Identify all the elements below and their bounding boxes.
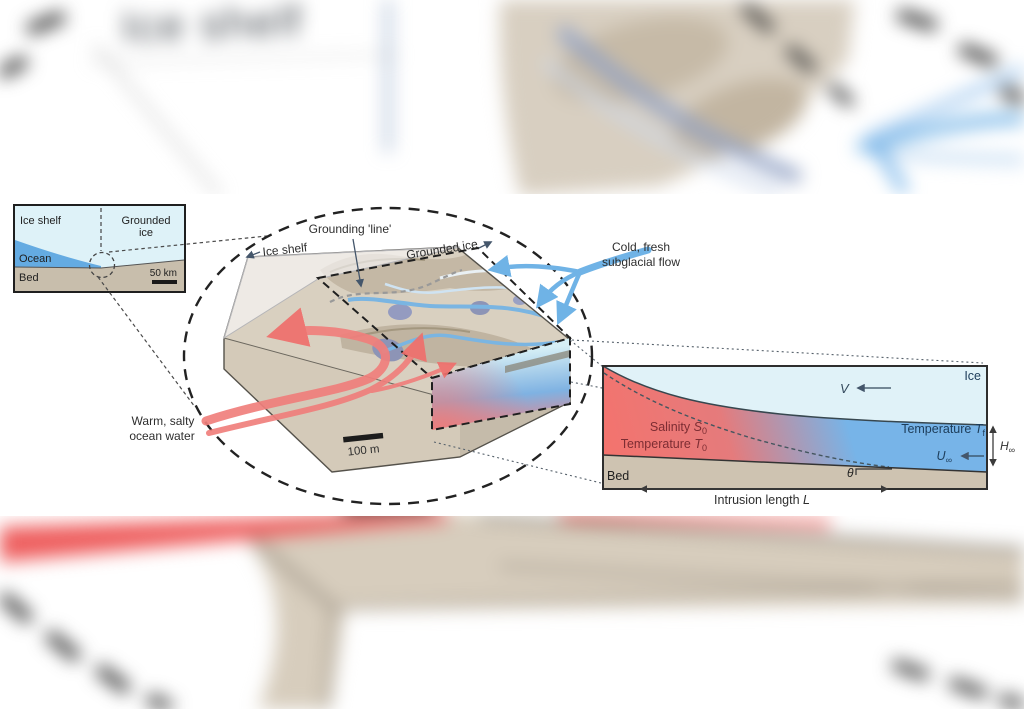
inset-scale-label: 50 km: [150, 268, 177, 279]
bg-bed-bottom-line: [499, 564, 1024, 598]
cutout-bed-sliver: [505, 350, 570, 373]
block-front-edge: [223, 337, 461, 403]
bg-warm-arrow: [0, 512, 448, 562]
panel-theta-angle-mark: [855, 468, 892, 475]
bg-terrain-ridge: [552, 17, 728, 103]
panel-temp-interface-label: Temperature Tf: [901, 422, 985, 438]
block-left-face: [224, 338, 460, 472]
bg-channel-pale: [542, 58, 782, 196]
bg-channel: [555, 25, 803, 185]
panel-h-infinity-label: H∞: [1000, 439, 1015, 455]
zoom-ellipse: [182, 206, 594, 506]
intrusion-panel: Ice V Temperature Tf U∞ H∞ Salinity S0 T…: [602, 365, 1015, 507]
warm-salty-label-1: Warm, salty: [132, 414, 195, 428]
inset-zoom-circle: [88, 251, 116, 279]
bg-block-edge: [324, 607, 336, 709]
inset-map: Ice shelf Grounded ice Ocean Bed 50 km: [13, 204, 186, 293]
ice-shelf-label: Ice shelf: [262, 240, 309, 259]
grounding-line-arrow: [352, 238, 365, 288]
bg-red-edge: [559, 512, 831, 528]
bg-ice-shelf-text: Ice shelf: [121, 0, 304, 52]
bg-dashes-top-left: [0, 10, 66, 79]
bg-thin-line: [89, 54, 399, 63]
inset-ice-shelf-label: Ice shelf: [20, 215, 62, 227]
cold-fresh-label-1: Cold, fresh: [612, 240, 670, 254]
cold-fresh-label-2: subglacial flow: [602, 255, 680, 269]
inset-scalebar: [152, 280, 177, 284]
warm-water-arrows: [201, 307, 457, 436]
grounded-ice-arrow: [478, 241, 493, 249]
subglacial-flow-arrows: [487, 246, 652, 326]
bg-blue-fan: [856, 65, 1024, 195]
panel-ice-label: Ice: [964, 369, 981, 383]
panel-velocity-label: V: [840, 381, 850, 396]
panel-bed-label: Bed: [607, 469, 629, 483]
inset-grounded-label-2: ice: [139, 227, 153, 239]
panel-salinity-label: Salinity S0: [650, 420, 707, 436]
panel-temp-ocean-label: Temperature T0: [621, 437, 707, 453]
inset-bed-line: [14, 259, 185, 269]
cutout-panel-connectors: [433, 339, 984, 484]
cutout-dashed-outline: [431, 336, 571, 432]
block-3d: 100 m: [223, 246, 572, 473]
inset-bed-label: Bed: [19, 272, 39, 284]
panel-u-infinity-label: U∞: [937, 449, 952, 465]
panel-bed: [603, 455, 987, 489]
panel-theta-label: θ: [847, 466, 854, 480]
inset-ocean-label: Ocean: [19, 253, 51, 265]
ice-shelf-arrow: [245, 250, 261, 259]
block-scalebar: 100 m: [343, 432, 384, 459]
inset-grounded-label-1: Grounded: [122, 215, 171, 227]
bg-dashes-top-right: [896, 8, 1024, 106]
grounding-line-dashes: [329, 268, 463, 303]
block-scale-label: 100 m: [347, 443, 380, 458]
panel-bed-line: [602, 454, 988, 473]
bg-dashes-bottom-right: [891, 659, 1024, 709]
bg-dashed-rect-edge: [741, 2, 855, 108]
grounding-line-label: Grounding 'line': [309, 222, 392, 236]
inset-connectors: [97, 235, 268, 408]
panel-ice-base-line: [602, 365, 988, 426]
inset-ocean-wedge: [15, 240, 101, 268]
panel-intrusion-length-label: Intrusion length L: [714, 493, 810, 507]
panel-intrusion-interface: [603, 372, 890, 468]
bg-sheet-edge-line: [93, 44, 222, 197]
bg-block-corner: [230, 510, 1024, 709]
panel-ice-region: [603, 366, 987, 425]
bg-bed-top-line: [479, 514, 1024, 552]
warm-salty-label-2: ocean water: [129, 429, 194, 443]
bg-dashes-bottom-left: [0, 591, 175, 709]
